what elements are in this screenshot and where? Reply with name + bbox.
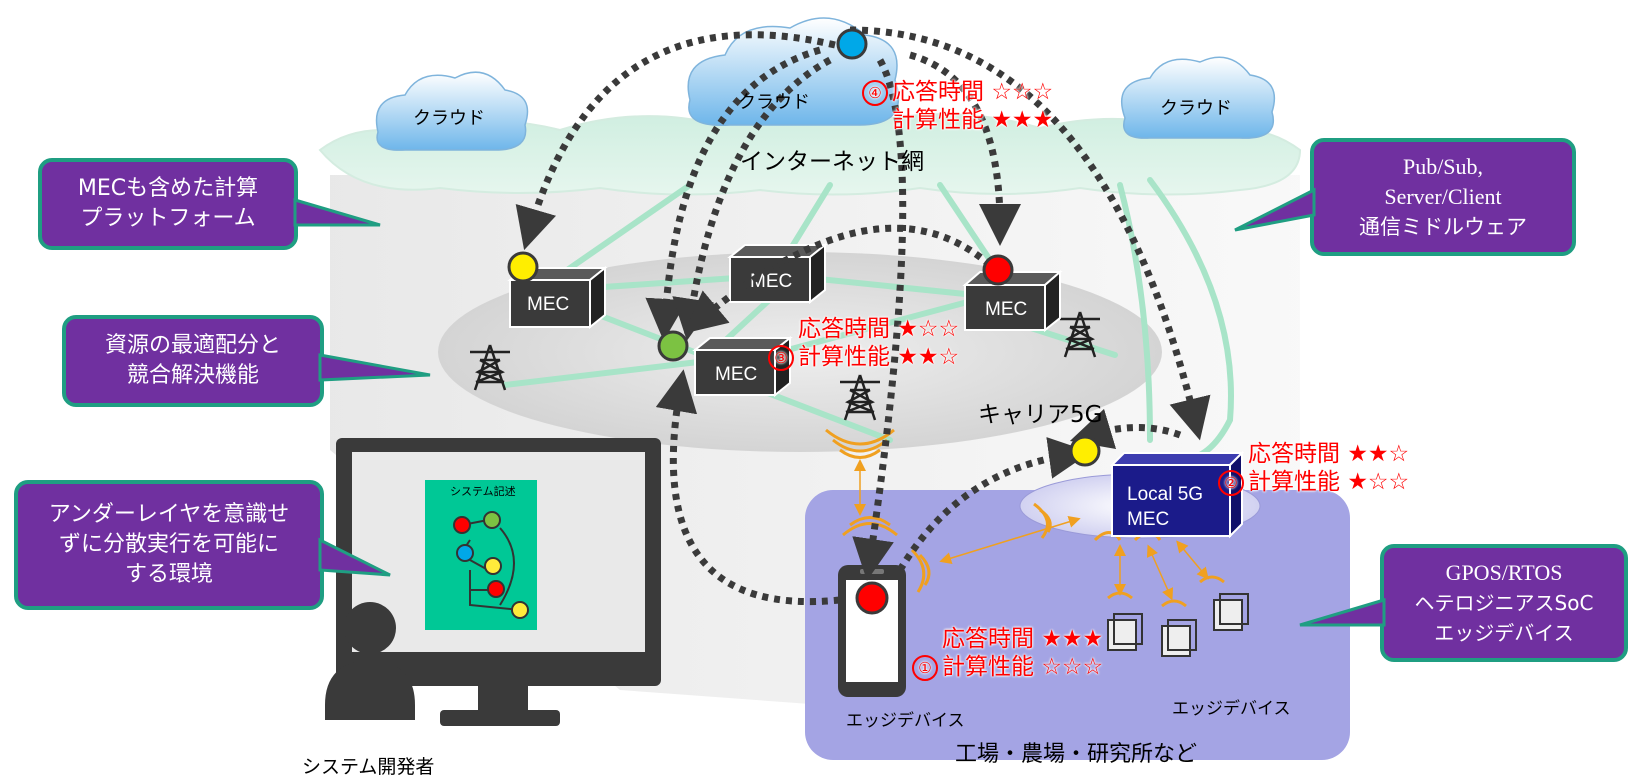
response-stars: ★★★ — [1041, 626, 1104, 652]
response-stars: ★☆☆ — [897, 316, 960, 342]
compute-label: 計算性能 — [942, 654, 1034, 680]
cloud-label: クラウド — [738, 92, 810, 113]
callout-hardware: GPOS/RTOS ヘテロジニアスSoC エッジデバイス — [1380, 544, 1628, 662]
wireless-links — [854, 459, 1209, 601]
callout-middleware: Pub/Sub, Server/Client 通信ミドルウェア — [1310, 138, 1576, 256]
rating-response: 応答時間 ★☆☆ — [768, 315, 959, 343]
node-yellow — [507, 251, 539, 283]
edge-device-icon — [1107, 613, 1143, 651]
rating-number: ② — [1218, 469, 1244, 496]
mec-label: MEC — [750, 271, 792, 292]
callout-mec-platform: MECも含めた計算 プラットフォーム — [38, 158, 298, 250]
node-green — [657, 330, 689, 362]
task-migration-arrows — [515, 26, 1211, 605]
local-5g-label: Local 5G — [1127, 484, 1203, 505]
developer-icon — [325, 602, 415, 720]
monitor-title: システム記述 — [450, 485, 516, 498]
compute-label: 計算性能 — [892, 107, 984, 133]
edge-device-label: エッジデバイス — [846, 711, 965, 731]
rating-response: 応答時間 ★★☆ — [1218, 440, 1409, 468]
rating-number: ④ — [862, 79, 888, 106]
edge-area-label: 工場・農場・研究所など — [955, 742, 1198, 767]
internet-band — [318, 110, 1302, 196]
edge-device-icon — [1213, 593, 1249, 631]
developer-label: システム開発者 — [302, 756, 435, 778]
compute-stars: ★★☆ — [897, 344, 960, 370]
response-label: 応答時間 — [798, 316, 890, 342]
response-stars: ☆☆☆ — [991, 79, 1054, 105]
rating-number: ③ — [768, 344, 794, 371]
local-mec-label: MEC — [1127, 509, 1169, 530]
callout-environment: アンダーレイヤを意識せ ずに分散実行を可能に する環境 — [14, 480, 324, 610]
rating-response: 応答時間 ★★★ — [912, 625, 1103, 653]
hardware-line: GPOS/RTOS — [1445, 560, 1563, 585]
tower-icon — [1060, 311, 1100, 358]
carrier-5g-label: キャリア5G — [978, 402, 1103, 428]
edge-device-icon — [1161, 619, 1197, 657]
compute-label: 計算性能 — [798, 344, 890, 370]
cloud-right — [1120, 56, 1276, 139]
middleware-line: 通信ミドルウェア — [1359, 215, 1527, 239]
edge-device-label: エッジデバイス — [1172, 699, 1291, 719]
hardware-line: エッジデバイス — [1434, 621, 1574, 645]
callout-resource-allocation: 資源の最適配分と 競合解決機能 — [62, 315, 324, 407]
internet-label: インターネット網 — [740, 149, 924, 175]
response-label: 応答時間 — [1248, 441, 1340, 467]
local-5g-mec-box: Local 5G MEC — [1109, 450, 1245, 539]
node-red — [982, 254, 1014, 286]
mec-label: MEC — [527, 294, 569, 315]
tower-icon — [840, 374, 880, 421]
tower-icon — [470, 344, 510, 391]
response-label: 応答時間 — [892, 79, 984, 105]
mec-box: MEC — [727, 242, 828, 305]
hardware-line: ヘテロジニアスSoC — [1414, 591, 1594, 615]
node-yellow — [1069, 435, 1101, 467]
rating-compute: 計算性能 ★★★ — [862, 106, 1053, 134]
node-blue — [836, 28, 868, 60]
response-stars: ★★☆ — [1347, 441, 1410, 467]
middleware-line: Pub/Sub, — [1402, 154, 1484, 179]
node-red — [855, 581, 889, 615]
mec-box: MEC — [962, 269, 1063, 333]
cloud-label: クラウド — [413, 108, 485, 129]
cloud-left — [375, 71, 529, 151]
compute-stars: ☆☆☆ — [1041, 654, 1104, 680]
middleware-line: Server/Client — [1384, 184, 1502, 209]
compute-stars: ★☆☆ — [1347, 469, 1410, 495]
cloud-label: クラウド — [1160, 98, 1232, 119]
mec-label: MEC — [715, 364, 757, 385]
system-flow-graph — [453, 511, 529, 619]
compute-label: 計算性能 — [1248, 469, 1340, 495]
compute-stars: ★★★ — [991, 107, 1054, 133]
mec-label: MEC — [985, 299, 1027, 320]
response-label: 応答時間 — [942, 626, 1034, 652]
rating-number: ① — [912, 654, 938, 681]
